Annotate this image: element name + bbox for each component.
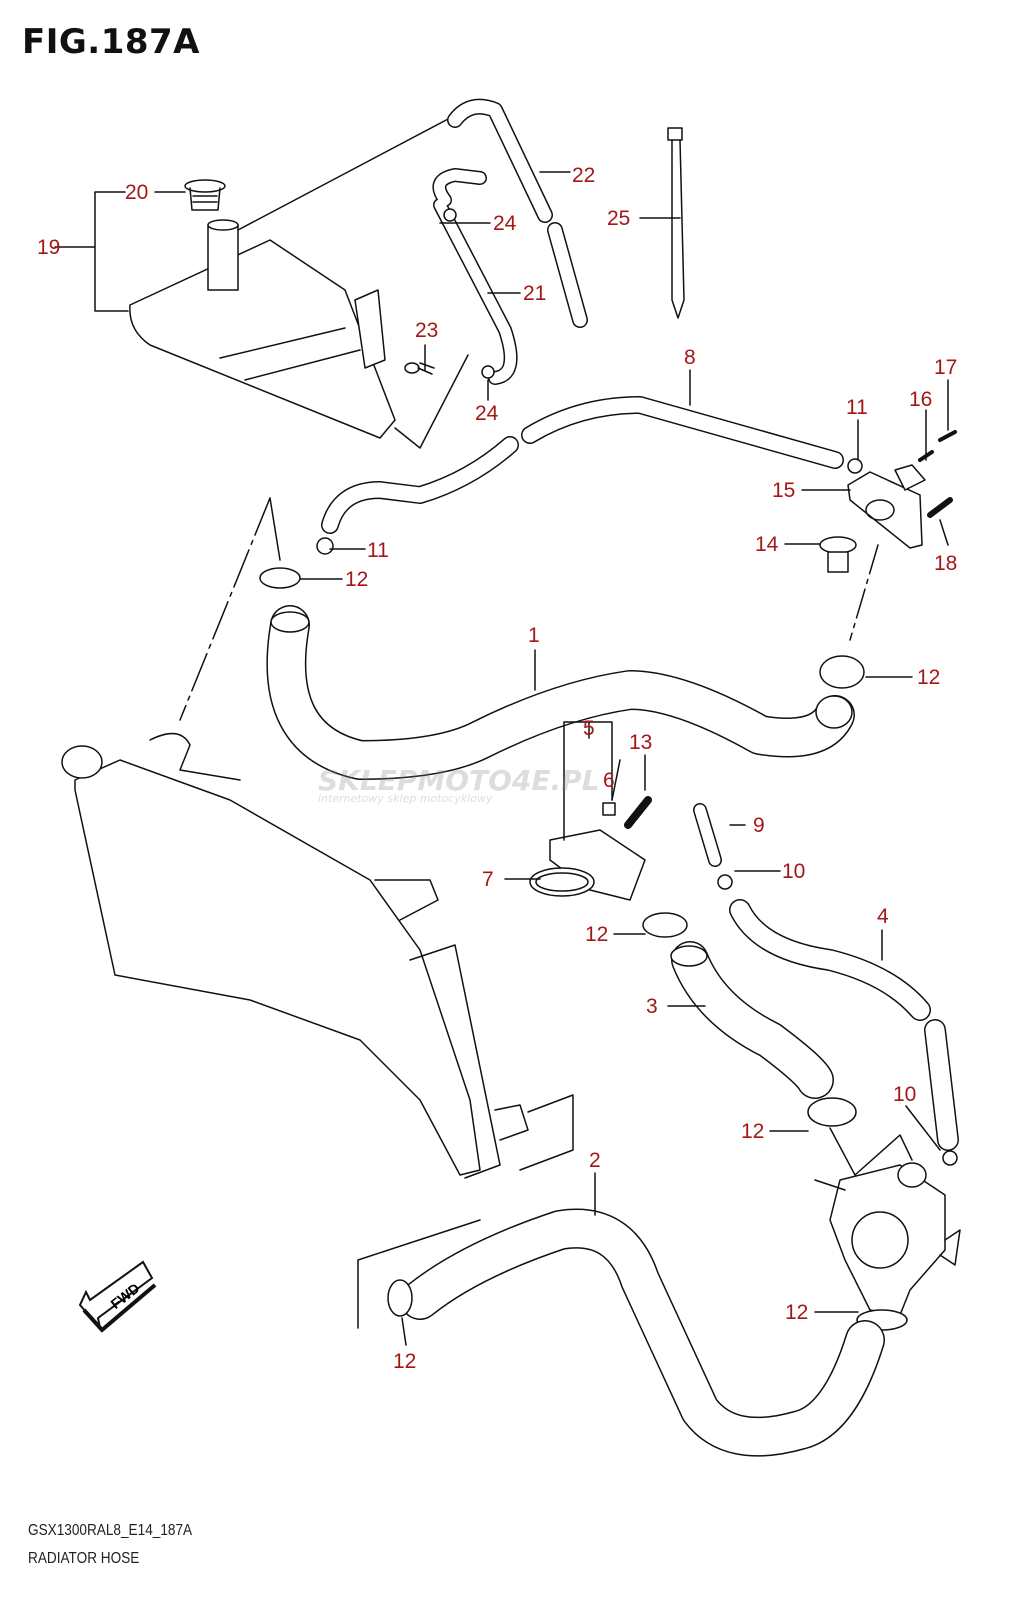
callout-label: 14 [755,533,779,556]
clamp-24-top [443,208,457,222]
figure-title: FIG.187A [22,22,200,62]
thermostat-cover [847,464,926,549]
callout-label: 18 [934,552,957,575]
hose-8 [321,396,844,534]
water-pump [814,1162,961,1316]
hose-22 [447,98,588,328]
reservoir-cap [184,179,226,211]
hose-2 [400,1208,885,1457]
callout-label: 12 [917,666,940,689]
clamp-24-bottom [481,365,495,379]
thermostat-14 [819,536,857,573]
radiator [61,732,529,1179]
clamp-12 [259,567,301,589]
bolt-23 [404,362,435,375]
callout-label: 5 [583,717,595,740]
svg-text:SKLEPMOTO4E.PL: SKLEPMOTO4E.PL [318,764,600,797]
hose-3 [670,941,834,1099]
callout-label: 8 [684,346,696,369]
callout-label: 22 [572,164,595,187]
clamp-12 [819,655,865,689]
callout-label: 10 [893,1083,916,1106]
callout-label: 4 [877,905,889,928]
callout-label: 2 [589,1149,601,1172]
callout-label: 15 [772,479,795,502]
footer-code: GSX1300RAL8_E14_187A [28,1522,193,1539]
callout-label: 12 [785,1301,808,1324]
callout-label: 21 [523,282,546,305]
cable-tie [667,127,685,319]
callout-label: 24 [493,212,517,235]
callout-label: 12 [345,568,368,591]
callout-label: 11 [846,396,868,419]
callout-label: 17 [934,356,957,379]
callout-label: 13 [629,731,652,754]
clamp-12 [387,1279,413,1317]
callout-label: 16 [909,388,932,411]
callouts: 20 19 22 24 21 25 23 24 8 11 16 17 15 14… [37,164,957,1373]
fwd-arrow-icon: FWD [78,1260,157,1333]
callout-label: 10 [782,860,805,883]
callout-label: 23 [415,319,438,342]
clamp-12 [642,912,688,938]
clamp-12 [807,1097,857,1127]
callout-label: 25 [607,207,630,230]
hose-1 [266,605,855,780]
hose-21 [432,168,518,385]
callout-label: 12 [585,923,608,946]
hose-4 [729,899,959,1151]
callout-label: 3 [646,995,658,1018]
footer-name: RADIATOR HOSE [28,1550,140,1567]
leader-line [237,117,451,231]
callout-label: 9 [753,814,765,837]
callout-label: 19 [37,236,60,259]
callout-label: 12 [741,1120,764,1143]
callout-label: 6 [603,769,615,792]
thermostat-case [529,829,646,901]
callout-label: 7 [482,868,494,891]
svg-text:internetowy sklep motocyklowy: internetowy sklep motocyklowy [318,792,493,805]
callout-label: 20 [125,181,148,204]
watermark: SKLEPMOTO4E.PL internetowy sklep motocyk… [318,764,600,805]
reservoir-tank [129,219,396,439]
callout-label: 1 [528,624,540,647]
callout-label: 24 [475,402,499,425]
callout-label: 12 [393,1350,416,1373]
callout-label: 11 [367,539,389,562]
fitting-9 [693,803,722,867]
